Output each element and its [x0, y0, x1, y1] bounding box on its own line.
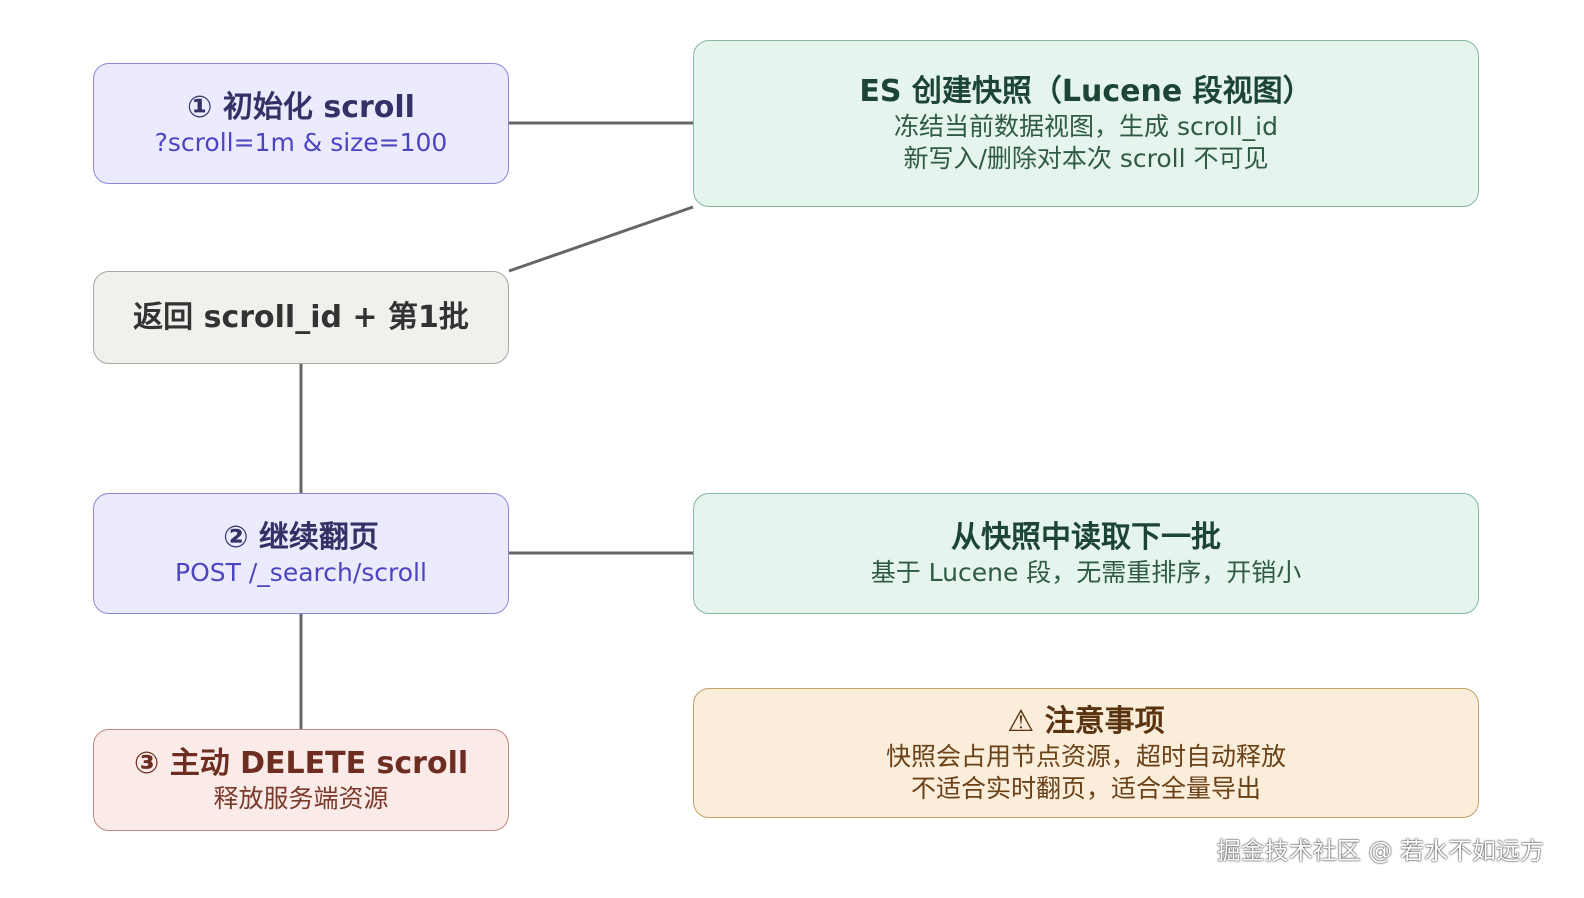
node-return-title: 返回 scroll_id + 第1批: [133, 300, 469, 335]
note-caveats-title: ⚠ 注意事项: [1007, 704, 1165, 740]
node-continue-title: ② 继续翻页: [223, 519, 379, 555]
note-snapshot-line1: 冻结当前数据视图，生成 scroll_id: [894, 111, 1278, 141]
note-read-title: 从快照中读取下一批: [951, 519, 1221, 555]
note-snapshot: ES 创建快照（Lucene 段视图） 冻结当前数据视图，生成 scroll_i…: [693, 40, 1479, 207]
watermark: 掘金技术社区 @ 若水不如远方: [1216, 837, 1544, 865]
node-delete-subtitle: 释放服务端资源: [213, 784, 389, 814]
node-return-scroll-id: 返回 scroll_id + 第1批: [93, 271, 509, 364]
node-init-title: ① 初始化 scroll: [187, 89, 415, 125]
note-snapshot-line2: 新写入/删除对本次 scroll 不可见: [903, 144, 1269, 173]
note-caveats-line1: 快照会占用节点资源，超时自动释放: [885, 742, 1286, 772]
node-continue-paging: ② 继续翻页 POST /_search/scroll: [93, 493, 509, 614]
node-delete-title: ③ 主动 DELETE scroll: [133, 746, 469, 782]
node-init-scroll: ① 初始化 scroll ?scroll=1m & size=100: [93, 63, 509, 184]
node-init-subtitle: ?scroll=1m & size=100: [154, 127, 448, 157]
note-snapshot-title: ES 创建快照（Lucene 段视图）: [859, 73, 1313, 109]
note-read-line1: 基于 Lucene 段，无需重排序，开销小: [870, 557, 1302, 587]
note-caveats-line2: 不适合实时翻页，适合全量导出: [910, 773, 1261, 803]
edge-snapshot-to-returned: [508, 205, 694, 273]
note-caveats: ⚠ 注意事项 快照会占用节点资源，超时自动释放 不适合实时翻页，适合全量导出: [693, 688, 1479, 818]
node-delete-scroll: ③ 主动 DELETE scroll 释放服务端资源: [93, 729, 509, 831]
node-continue-subtitle: POST /_search/scroll: [175, 557, 427, 587]
note-read-next-batch: 从快照中读取下一批 基于 Lucene 段，无需重排序，开销小: [693, 493, 1479, 614]
